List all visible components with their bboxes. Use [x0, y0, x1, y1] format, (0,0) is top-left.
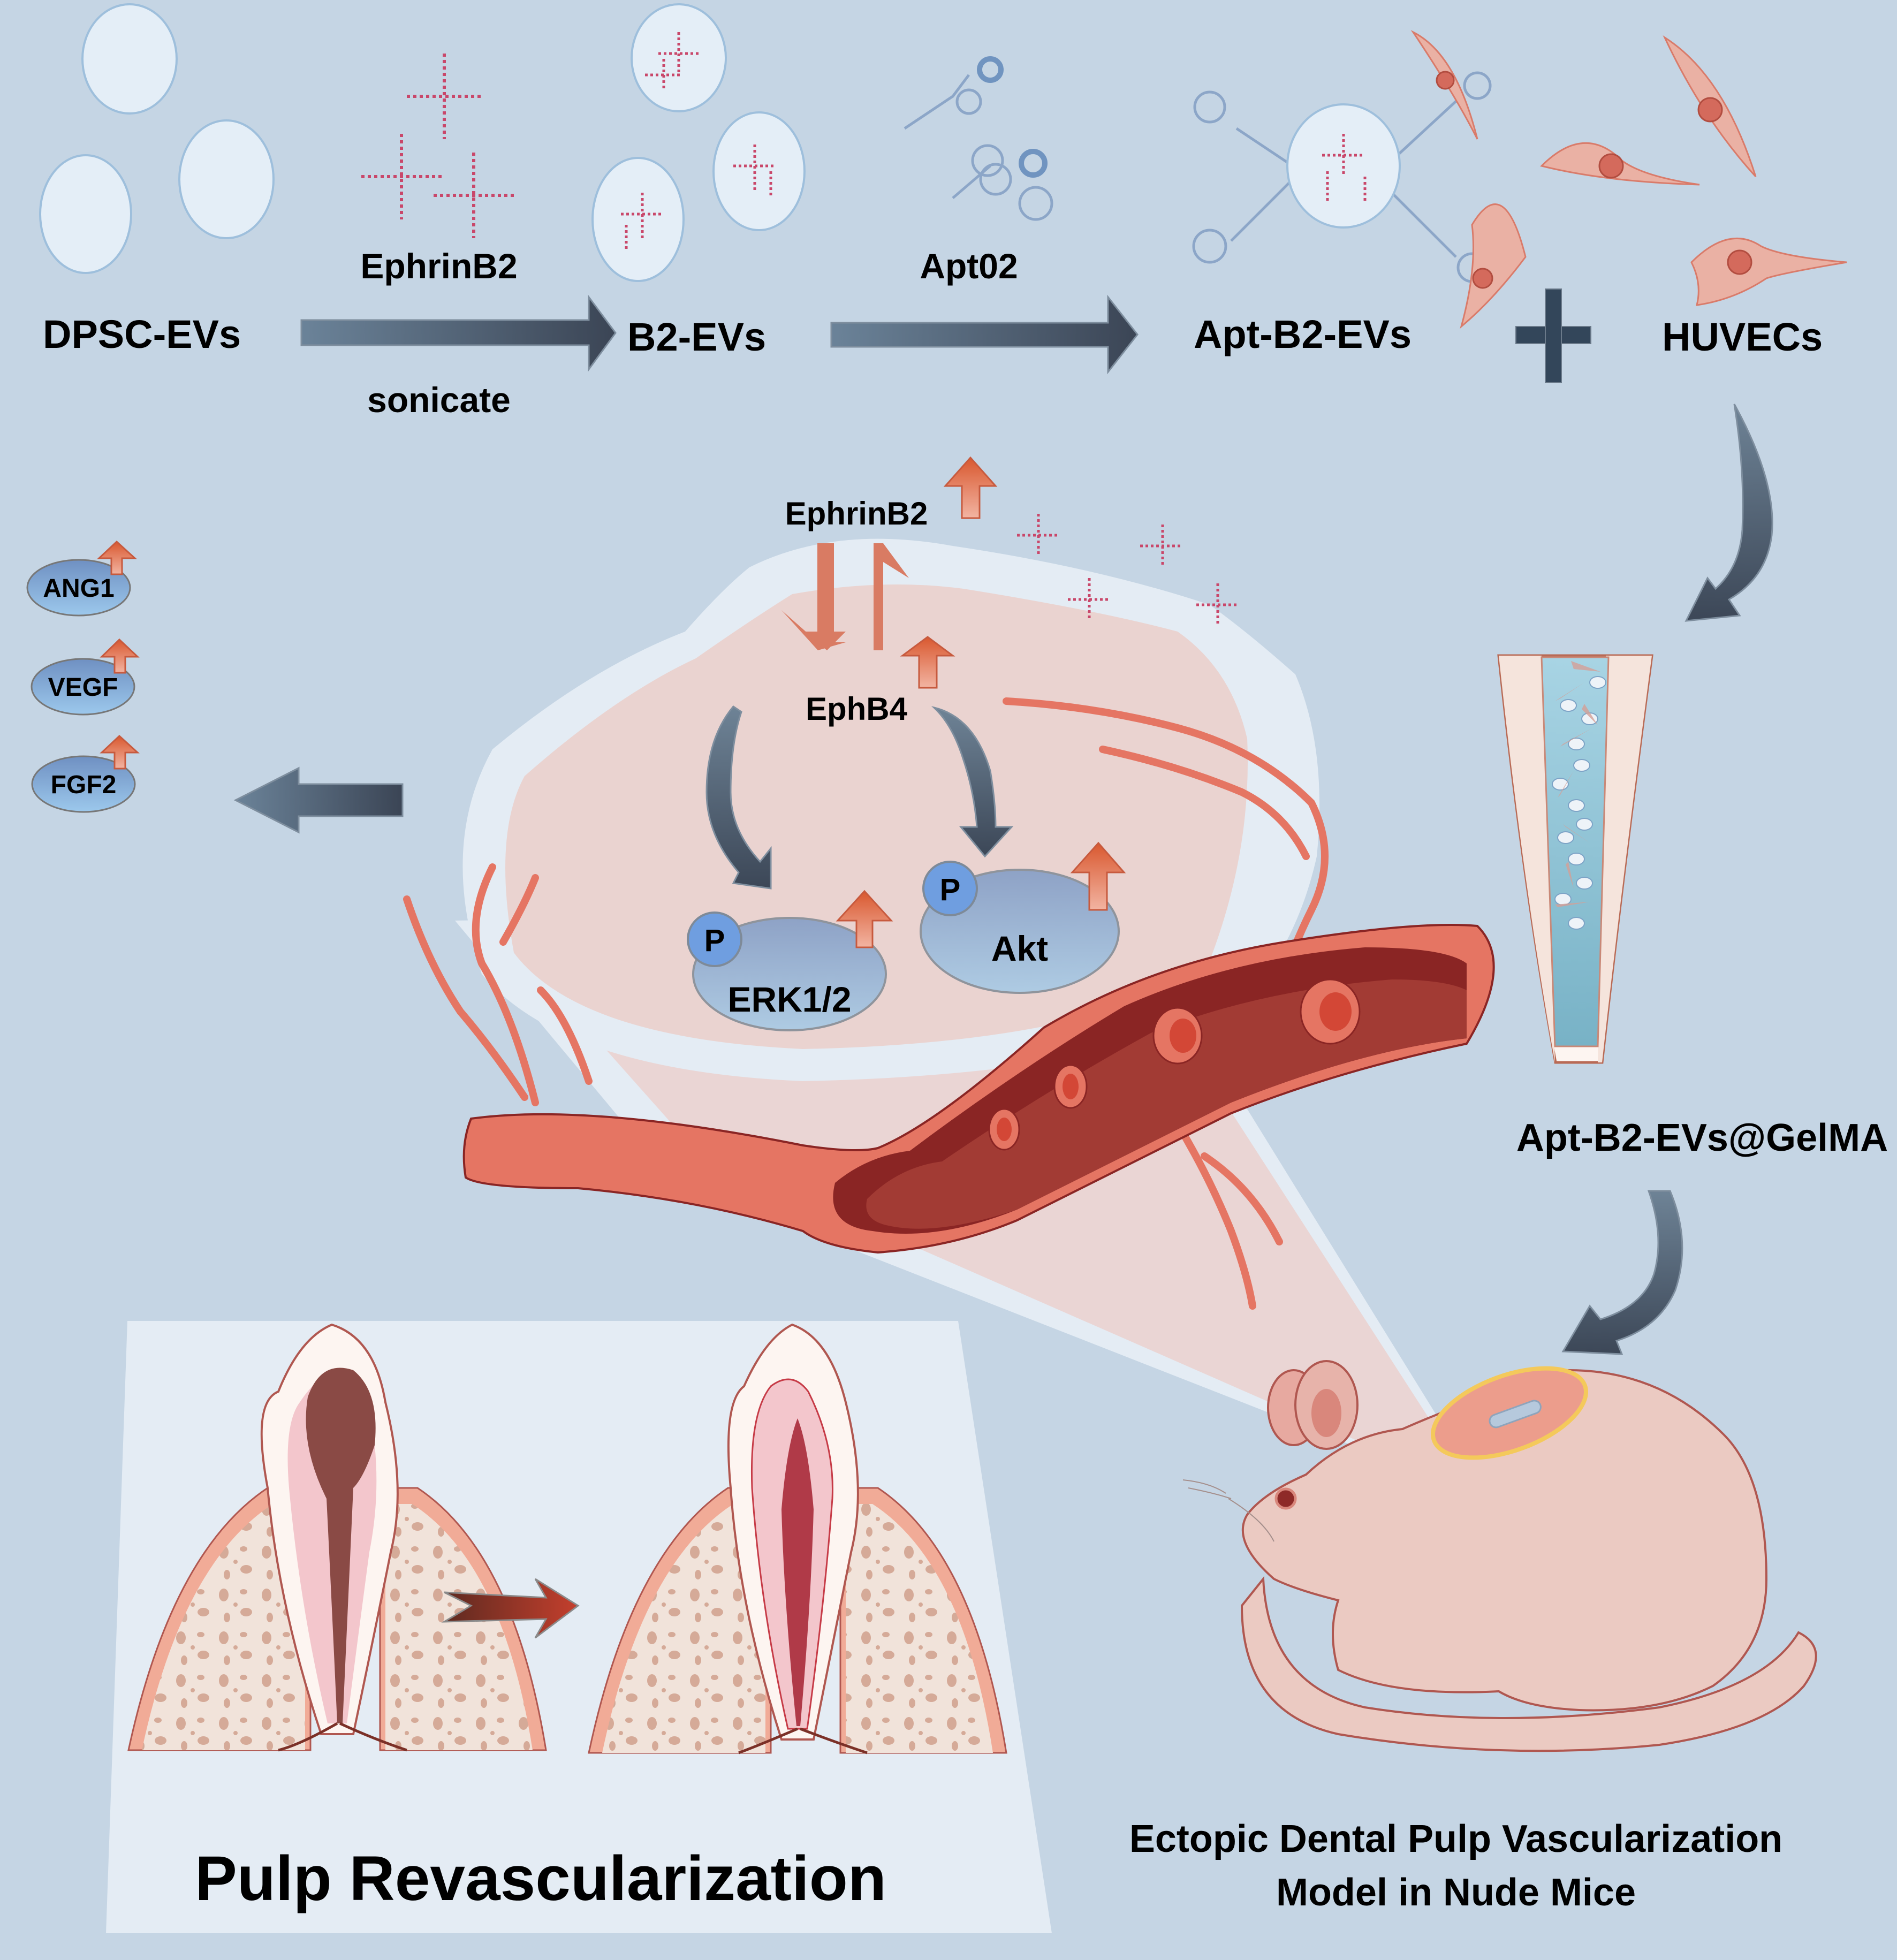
- necrotic-tooth-icon: [127, 1323, 547, 1752]
- arrow1-top-label: EphrinB2: [360, 246, 517, 286]
- kinase-label: Akt: [991, 929, 1048, 968]
- step-label-apt-b2-evs: Apt-B2-EVs: [1194, 312, 1412, 356]
- plus-icon: [1515, 288, 1591, 383]
- bidirectional-signal-arrows: [781, 543, 909, 650]
- revascularized-tooth-icon: [588, 1323, 1007, 1754]
- up-arrow-icon: [943, 456, 998, 519]
- up-arrow-icon: [97, 540, 137, 575]
- phospho-badge: [687, 911, 742, 967]
- curved-arrow-icon: [705, 705, 772, 890]
- kinase-erk12: P ERK1/2: [687, 890, 893, 1031]
- growth-factor-ang1: ANG1: [26, 540, 137, 617]
- growth-factor-fgf2: FGF2: [31, 734, 140, 813]
- ephrinb2-protein-icon: [1017, 514, 1239, 626]
- implant-scaffold: [1489, 1400, 1542, 1429]
- aptamer-icon: [904, 56, 1053, 221]
- up-arrow-icon: [836, 890, 893, 948]
- nude-mouse-icon: [1182, 1360, 1817, 1752]
- right-arrow-icon: [830, 294, 1139, 375]
- arrow1-bottom-label: sonicate: [367, 380, 511, 420]
- hydrogel-label: Apt-B2-EVs@GelMA: [1516, 1116, 1888, 1159]
- step-label-dpsc-evs: DPSC-EVs: [43, 312, 241, 356]
- phospho-badge: [922, 861, 978, 916]
- up-arrow-icon: [900, 636, 955, 689]
- up-arrow-icon: [100, 734, 140, 770]
- root-canal-hydrogel-icon: [1497, 654, 1653, 1064]
- curved-arrow-icon: [931, 706, 1014, 858]
- capillary-network: [403, 697, 1329, 1310]
- cell-mechanism-panel: EphrinB2 EphB4 P ERK1/2 P Akt: [403, 456, 1495, 1499]
- curved-arrow-icon: [1561, 1190, 1683, 1355]
- growth-factor-list: ANG1 VEGF FGF2: [26, 540, 140, 813]
- kinase-label: ERK1/2: [727, 979, 851, 1019]
- right-arrow-icon: [300, 294, 617, 372]
- up-arrow-icon: [100, 638, 140, 674]
- extracellular-vesicle-icon: [39, 3, 275, 274]
- left-arrow-icon: [233, 766, 404, 834]
- factor-label: ANG1: [43, 574, 114, 603]
- step-label-huvecs: HUVECs: [1662, 315, 1823, 359]
- phospho-label: P: [940, 872, 961, 907]
- factor-label: FGF2: [51, 771, 117, 799]
- panel-title: Pulp Revascularization: [195, 1843, 886, 1914]
- growth-factor-vegf: VEGF: [31, 638, 140, 716]
- up-arrow-icon: [1070, 841, 1126, 911]
- phospho-label: P: [704, 923, 725, 958]
- mouse-caption-line1: Ectopic Dental Pulp Vascularization: [1129, 1818, 1782, 1860]
- kinase-akt: P Akt: [920, 841, 1126, 994]
- pulp-revascularization-panel: Pulp Revascularization: [106, 1321, 1052, 1933]
- aptamer-vesicle-icon: [1192, 71, 1492, 283]
- loaded-vesicle-icon: [591, 3, 806, 282]
- right-arrow-icon: [441, 1578, 580, 1639]
- curved-arrow-icon: [1684, 404, 1773, 622]
- mouse-eye: [1274, 1487, 1297, 1510]
- ephrinb2-protein-icon: [361, 54, 514, 238]
- step-label-b2-evs: B2-EVs: [627, 315, 766, 359]
- workflow-row: DPSC-EVs EphrinB2 sonicate B2-EVs Apt02 …: [39, 3, 1847, 420]
- mouse-caption-line2: Model in Nude Mice: [1276, 1871, 1636, 1914]
- receptor-label: EphB4: [806, 691, 908, 727]
- arrow2-top-label: Apt02: [920, 246, 1018, 286]
- ligand-label: EphrinB2: [785, 496, 928, 531]
- blood-vessel: [462, 924, 1495, 1254]
- mouse-tail: [1240, 1576, 1817, 1752]
- factor-label: VEGF: [48, 673, 118, 702]
- endothelial-cell-icon: [1410, 30, 1847, 329]
